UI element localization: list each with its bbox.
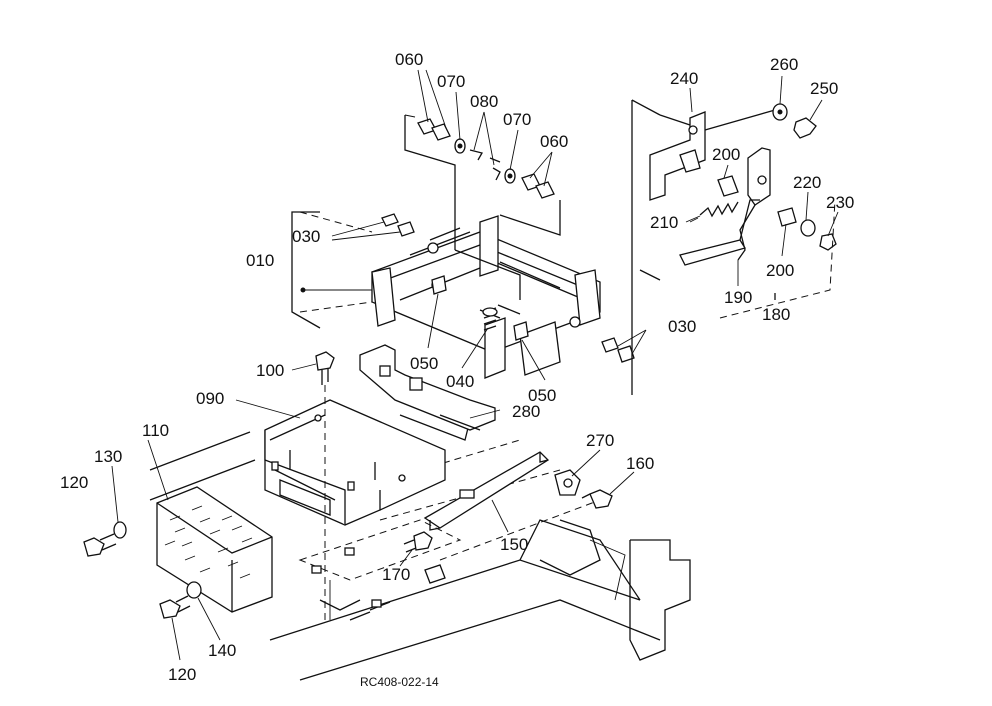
callout-030-right: 030 [668, 317, 696, 336]
lever-parts-right [679, 147, 837, 261]
washer-140 [186, 581, 202, 599]
bolt-120-lower [159, 595, 191, 619]
callout-060-top-right: 060 [540, 132, 568, 151]
main-bracket-assembly [371, 215, 601, 379]
plate-150 [423, 451, 550, 531]
bolt-100 [315, 351, 335, 620]
callout-080: 080 [470, 92, 498, 111]
callout-030-left: 030 [292, 227, 320, 246]
right-group-line [631, 99, 661, 395]
bolt-120-upper [83, 533, 117, 557]
callout-250: 250 [810, 79, 838, 98]
spring-040 [482, 307, 498, 331]
leader-lines [111, 69, 839, 661]
bushings-030 [381, 213, 635, 363]
bolt-170 [403, 531, 446, 584]
callout-220: 220 [793, 173, 821, 192]
callout-labels: 060 070 080 070 060 240 260 250 200 220 … [60, 50, 854, 689]
spring-210 [689, 201, 739, 223]
callout-230: 230 [826, 193, 854, 212]
callout-050-right: 050 [528, 386, 556, 405]
callout-200-upper: 200 [712, 145, 740, 164]
callout-280: 280 [512, 402, 540, 421]
clip-270 [554, 469, 581, 496]
callout-270: 270 [586, 431, 614, 450]
right-group-line-b [639, 114, 691, 281]
group-outline-180 [719, 199, 836, 319]
callout-180: 180 [762, 305, 790, 324]
callout-110: 110 [142, 421, 169, 440]
callout-040: 040 [446, 372, 474, 391]
callout-070-top-right: 070 [503, 110, 531, 129]
panel-plate-110 [156, 486, 273, 613]
bracket-280 [359, 344, 496, 431]
callout-240: 240 [670, 69, 698, 88]
callout-120-lower: 120 [168, 665, 196, 684]
plate-240 [649, 109, 776, 201]
callout-260: 260 [770, 55, 798, 74]
callout-010: 010 [246, 251, 274, 270]
callout-200-lower: 200 [766, 261, 794, 280]
callout-050-left: 050 [410, 354, 438, 373]
shaft-bushings-top [404, 114, 561, 250]
bolt-250 [793, 117, 817, 139]
callout-060-top-left: 060 [395, 50, 423, 69]
callout-190: 190 [724, 288, 752, 307]
bushings-050 [431, 275, 529, 341]
callout-070-top-left: 070 [437, 72, 465, 91]
callout-150: 150 [500, 535, 528, 554]
chassis-frame [149, 431, 691, 681]
callout-170: 170 [382, 565, 410, 584]
callout-100: 100 [256, 361, 284, 380]
callout-090: 090 [196, 389, 224, 408]
box-bracket-090 [264, 394, 471, 526]
callout-130: 130 [94, 447, 122, 466]
washer-130 [113, 521, 127, 539]
leader-dot-010 [300, 287, 306, 293]
washer-260 [772, 103, 788, 121]
callout-140: 140 [208, 641, 236, 660]
lever-190 [679, 199, 760, 266]
callout-160: 160 [626, 454, 654, 473]
callout-210: 210 [650, 213, 678, 232]
drawing-code: RC408-022-14 [360, 675, 439, 689]
group-bracket-010 [291, 211, 321, 329]
callout-120-upper: 120 [60, 473, 88, 492]
bolt-160 [581, 489, 613, 509]
